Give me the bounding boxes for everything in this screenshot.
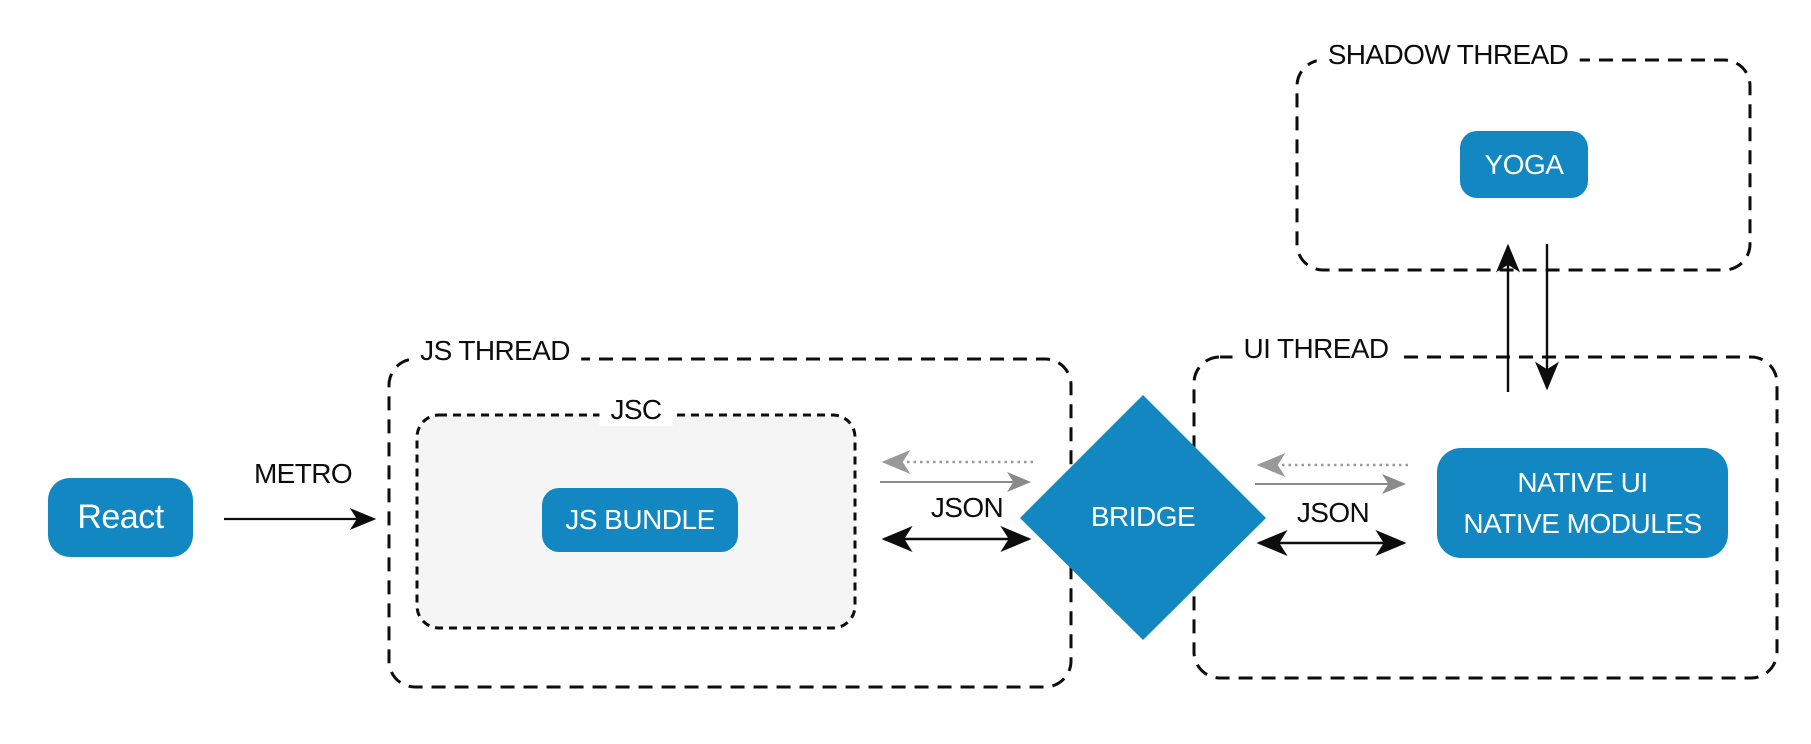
- yoga-node: YOGA: [1460, 131, 1588, 198]
- js-bundle-node-label: JS BUNDLE: [565, 504, 715, 535]
- jsc-label: JSC: [599, 394, 673, 426]
- native-modules-label: NATIVE MODULES: [1463, 508, 1702, 539]
- react-node: React: [48, 478, 193, 557]
- native-ui-native-modules-node: NATIVE UI NATIVE MODULES: [1437, 448, 1728, 558]
- metro-edge-label: METRO: [242, 458, 364, 490]
- json-right-edge-label: JSON: [1285, 497, 1381, 529]
- native-ui-label: NATIVE UI: [1517, 467, 1648, 498]
- ui-thread-label: UI THREAD: [1232, 333, 1400, 365]
- react-node-label: React: [77, 498, 164, 536]
- bridge-diamond: [1020, 395, 1266, 640]
- bridge-node-label: BRIDGE: [1090, 501, 1196, 532]
- js-thread-label: JS THREAD: [409, 335, 581, 367]
- shadow-thread-label: SHADOW THREAD: [1316, 39, 1580, 71]
- js-bundle-node: JS BUNDLE: [542, 488, 738, 552]
- yoga-node-label: YOGA: [1484, 148, 1564, 180]
- shadow-thread-box: [1295, 58, 1752, 272]
- json-left-edge-label: JSON: [919, 492, 1015, 524]
